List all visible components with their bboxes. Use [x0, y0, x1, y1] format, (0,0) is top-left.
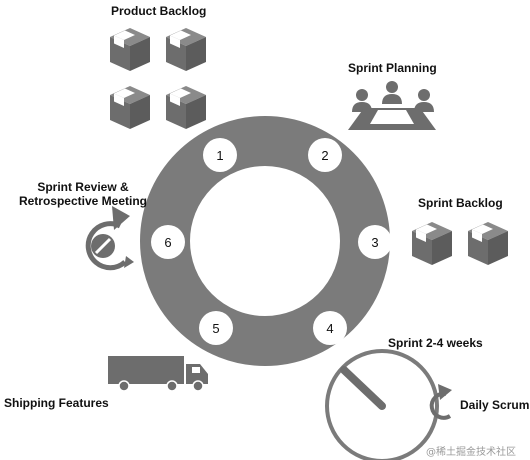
review-cycle-icon: [85, 206, 134, 271]
watermark-text: @稀土掘金技术社区: [426, 447, 516, 458]
sprint-review-line-2: Retrospective Meeting: [18, 194, 148, 208]
step-marker-4: 4: [313, 311, 347, 345]
sprint-duration-label: Sprint 2-4 weeks: [388, 336, 483, 350]
box-icon: [166, 28, 206, 71]
sprint-review-line-1: Sprint Review &: [37, 180, 129, 194]
step-label-2: 2: [321, 148, 328, 163]
refresh-arrow-icon: [429, 384, 452, 420]
sprint-backlog-box-icons: [412, 222, 508, 265]
product-backlog-label: Product Backlog: [111, 4, 207, 18]
step-marker-3: 3: [358, 225, 392, 259]
sprint-review-label: Sprint Review & Retrospective Meeting: [4, 180, 162, 208]
step-label-3: 3: [371, 235, 378, 250]
stopwatch-icon: [325, 349, 439, 460]
scrum-cycle-ring: [140, 116, 390, 366]
step-label-5: 5: [212, 321, 219, 336]
box-icon: [412, 222, 452, 265]
box-icon: [468, 222, 508, 265]
box-icon: [110, 28, 150, 71]
box-icon: [166, 86, 206, 129]
step-label-1: 1: [216, 148, 223, 163]
step-marker-6: 6: [151, 225, 185, 259]
step-marker-2: 2: [308, 138, 342, 172]
step-label-4: 4: [326, 321, 333, 336]
sprint-backlog-label: Sprint Backlog: [418, 196, 503, 210]
step-marker-1: 1: [203, 138, 237, 172]
truck-icon: [108, 356, 208, 392]
daily-scrum-label: Daily Scrum: [460, 398, 530, 412]
box-icon: [110, 86, 150, 129]
sprint-planning-label: Sprint Planning: [348, 61, 437, 75]
step-marker-5: 5: [199, 311, 233, 345]
meeting-icon: [348, 81, 436, 130]
shipping-features-label: Shipping Features: [4, 396, 109, 410]
step-label-6: 6: [164, 235, 171, 250]
product-backlog-box-icons: [110, 28, 206, 129]
